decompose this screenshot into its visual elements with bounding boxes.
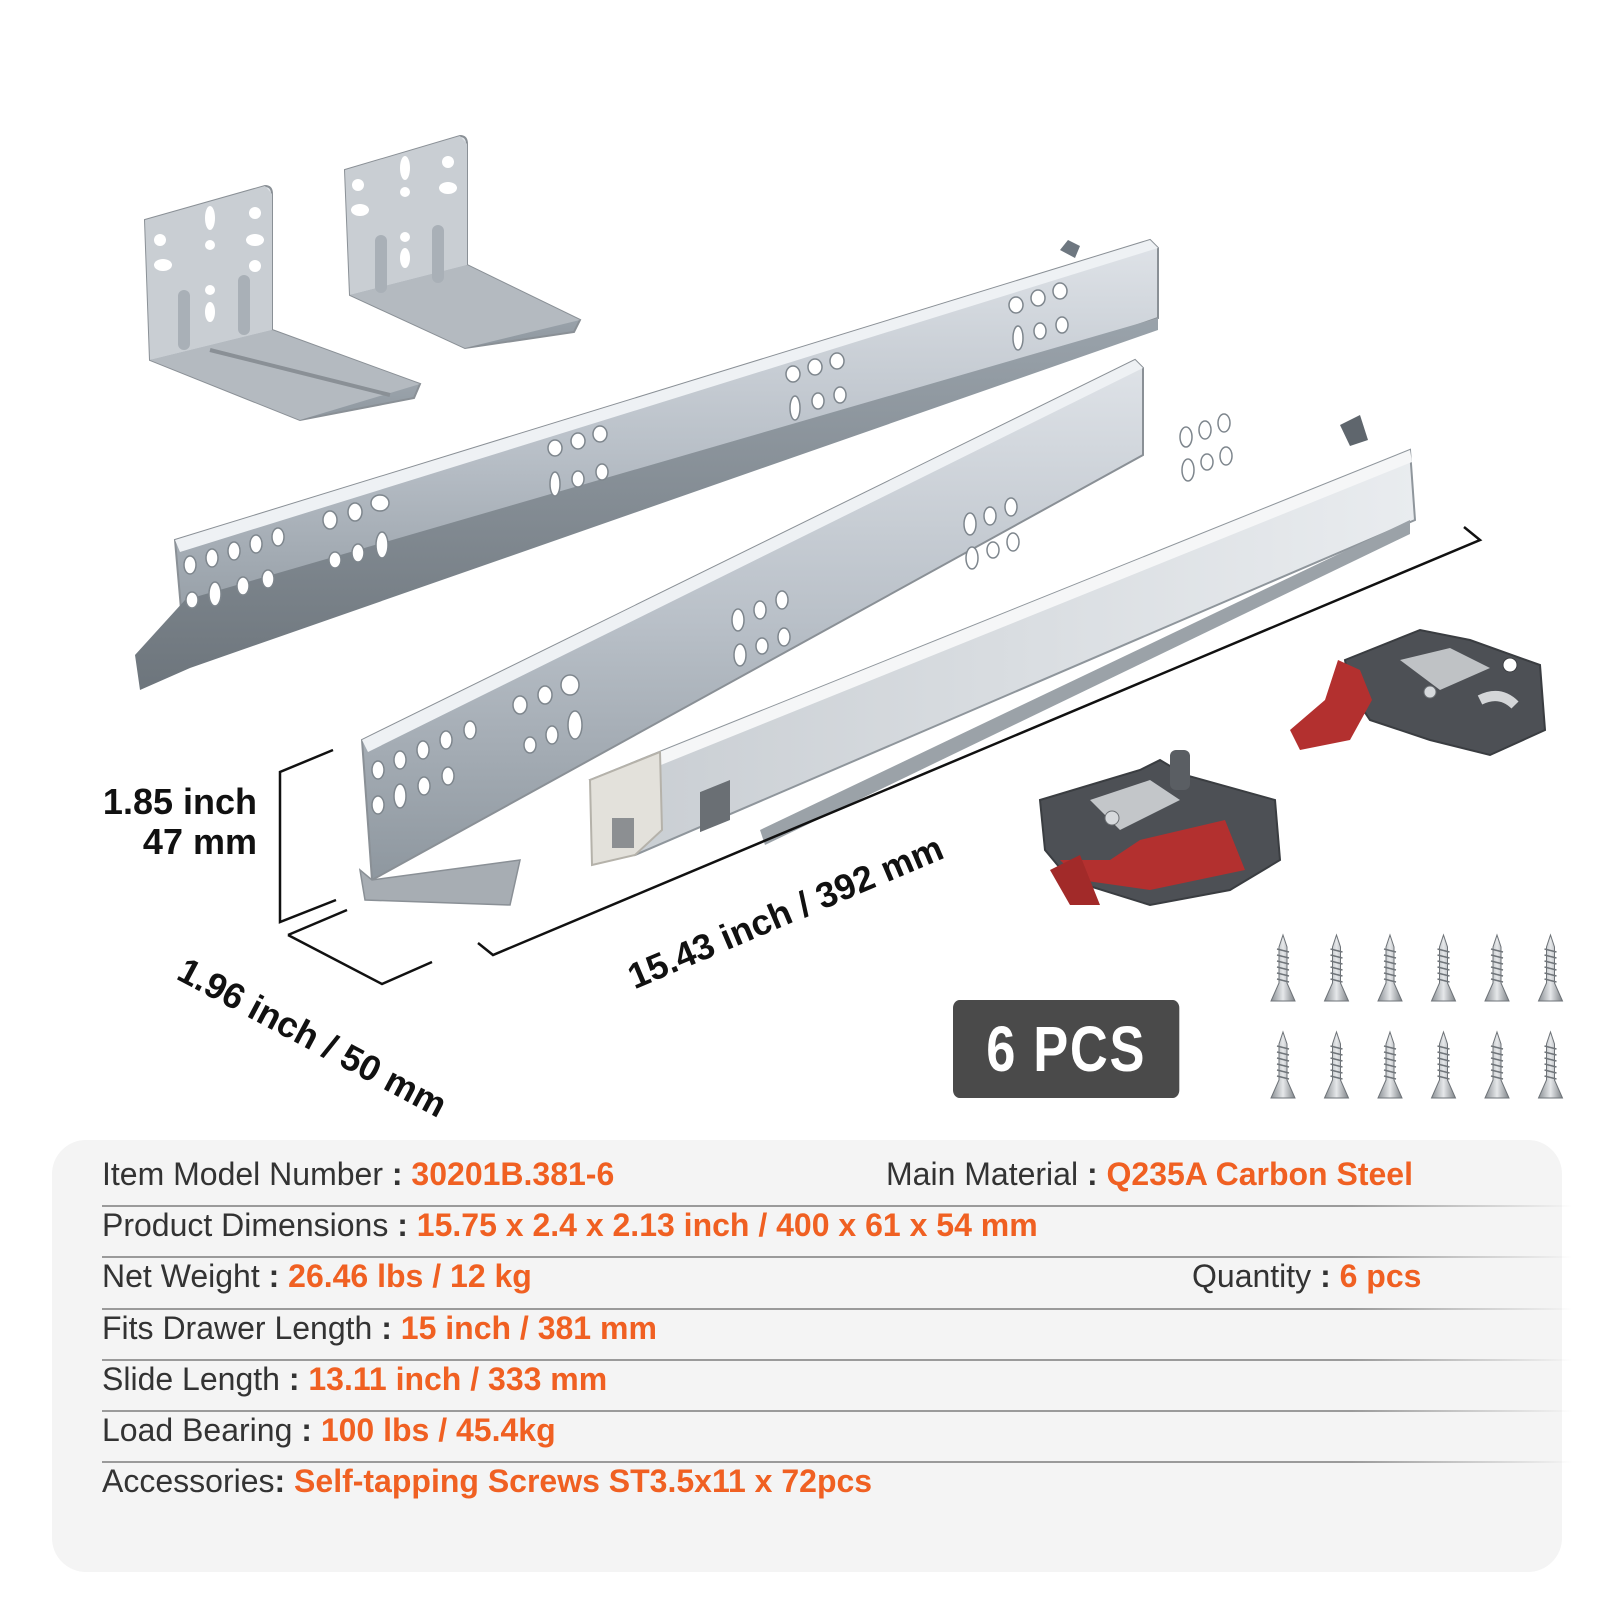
spec-panel: Item Model Number : 30201B.381-6 Main Ma… (52, 1140, 1572, 1572)
screw-icon (1484, 1030, 1510, 1099)
spec-value: Self-tapping Screws ST3.5x11 x 72pcs (294, 1463, 873, 1499)
height-inch: 1.85 inch (102, 781, 257, 822)
spec-label: Net Weight (102, 1258, 260, 1294)
spec-label: Quantity (1192, 1258, 1312, 1294)
spec-separator: : (388, 1207, 417, 1243)
spec-row-quantity: Quantity : 6 pcs (1192, 1250, 1421, 1302)
spec-label: Product Dimensions (102, 1207, 389, 1243)
spec-value: 26.46 lbs / 12 kg (288, 1258, 532, 1294)
spec-divider (102, 1359, 1572, 1361)
spec-label: Accessories (102, 1463, 275, 1499)
screw-icon (1323, 1030, 1350, 1099)
spec-separator: : (382, 1156, 412, 1192)
spec-separator: : (274, 1463, 295, 1499)
screw-icon (1484, 933, 1510, 1002)
screw-icon (1270, 1030, 1296, 1099)
spec-divider (102, 1308, 1572, 1310)
screw-icon (1377, 933, 1403, 1002)
spec-label: Load Bearing (102, 1412, 293, 1448)
screw-icon (1377, 1030, 1403, 1099)
screw-icon (1537, 933, 1564, 1002)
spec-value: 30201B.381-6 (411, 1156, 615, 1192)
drawer-slide-rail-icon (358, 358, 1417, 906)
spec-label: Fits Drawer Length (102, 1310, 373, 1346)
height-dimension-label: 1.85 inch 47 mm (95, 782, 257, 862)
spec-label: Item Model Number (102, 1156, 383, 1192)
screw-icon (1270, 933, 1296, 1002)
quantity-badge-text: 6 PCS (986, 1013, 1147, 1085)
quantity-badge: 6 PCS (953, 1000, 1180, 1098)
rear-bracket-icon (343, 134, 582, 350)
locking-device-icon (1038, 750, 1282, 907)
spec-value: 13.11 inch / 333 mm (308, 1361, 608, 1397)
height-mm: 47 mm (142, 821, 257, 862)
spec-value: 15.75 x 2.4 x 2.13 inch / 400 x 61 x 54 … (416, 1207, 1038, 1243)
spec-separator: : (292, 1412, 321, 1448)
spec-value: 6 pcs (1339, 1258, 1422, 1294)
spec-separator: : (1311, 1258, 1340, 1294)
spec-separator: : (1078, 1156, 1107, 1192)
spec-value: Q235A Carbon Steel (1106, 1156, 1413, 1192)
rear-bracket-icon (143, 184, 422, 422)
spec-divider (102, 1461, 1572, 1463)
locking-device-icon (1290, 628, 1547, 757)
spec-row-material: Main Material : Q235A Carbon Steel (886, 1148, 1413, 1200)
screw-icon (1323, 933, 1350, 1002)
spec-separator: : (279, 1361, 309, 1397)
screw-icon (1430, 1030, 1457, 1099)
spec-separator: : (372, 1310, 401, 1346)
spec-row-slide-length: Slide Length : 13.11 inch / 333 mm (102, 1353, 607, 1405)
spec-value: 100 lbs / 45.4kg (320, 1412, 556, 1448)
screw-icon (1537, 1030, 1564, 1099)
screw-icon (1430, 933, 1457, 1002)
product-illustration (135, 134, 1564, 1099)
drawer-slide-rail-icon (135, 238, 1159, 690)
spec-row-fits-drawer: Fits Drawer Length : 15 inch / 381 mm (102, 1302, 657, 1354)
spec-divider (102, 1256, 1572, 1258)
spec-value: 15 inch / 381 mm (400, 1310, 657, 1346)
spec-label: Main Material (886, 1156, 1079, 1192)
spec-row-dimensions: Product Dimensions : 15.75 x 2.4 x 2.13 … (102, 1199, 1038, 1251)
spec-divider (102, 1410, 1572, 1412)
spec-separator: : (259, 1258, 289, 1294)
spec-row-model: Item Model Number : 30201B.381-6 (102, 1148, 614, 1200)
spec-label: Slide Length (102, 1361, 280, 1397)
spec-row-net-weight: Net Weight : 26.46 lbs / 12 kg (102, 1250, 532, 1302)
screws-group (1270, 933, 1564, 1099)
dimension-lines (278, 526, 1483, 986)
spec-row-accessories: Accessories: Self-tapping Screws ST3.5x1… (102, 1455, 872, 1507)
spec-row-load-bearing: Load Bearing : 100 lbs / 45.4kg (102, 1404, 556, 1456)
spec-divider (102, 1205, 1572, 1207)
